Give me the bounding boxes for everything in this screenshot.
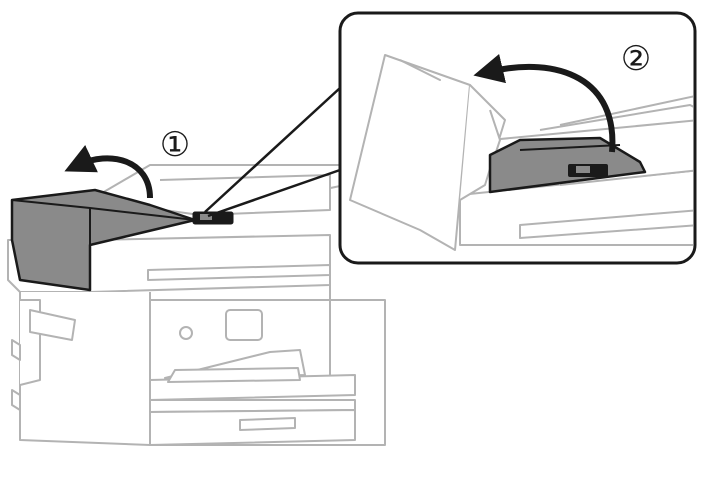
adf-latch-grip bbox=[200, 214, 212, 220]
adf-cover bbox=[10, 188, 197, 292]
adf-inner-area bbox=[488, 136, 647, 194]
step-2-number: ② bbox=[621, 39, 651, 79]
curved-arrow-left-icon bbox=[473, 53, 616, 153]
curved-arrow-left-icon bbox=[64, 145, 153, 199]
zoom-callout: ② bbox=[338, 11, 697, 265]
adf-inner-lever-grip bbox=[576, 166, 590, 173]
zoom-callout-lines bbox=[204, 87, 341, 218]
step-1-number: ① bbox=[160, 125, 190, 165]
